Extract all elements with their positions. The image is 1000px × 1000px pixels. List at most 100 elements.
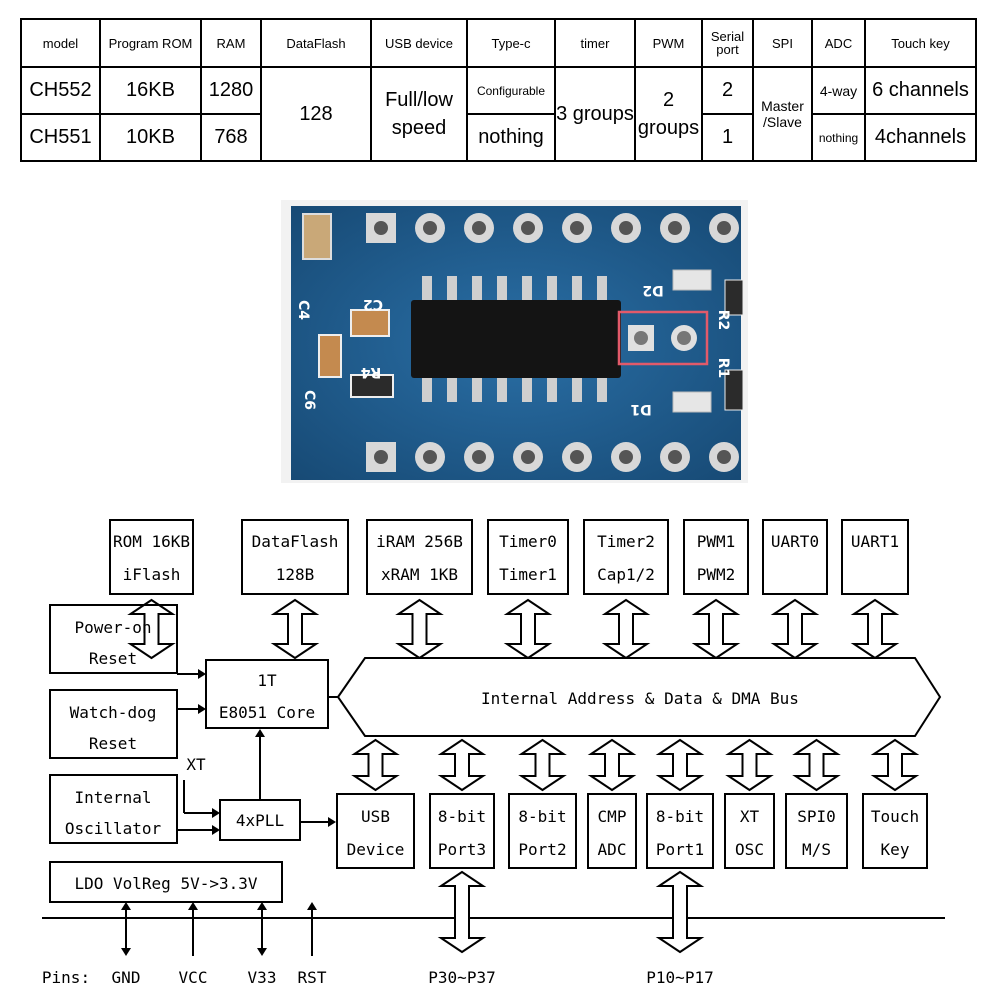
chip-leg	[572, 374, 582, 402]
header-pin	[366, 213, 396, 243]
cell-rom: 16KB	[99, 66, 202, 115]
top-block-label: ROM 16KB	[113, 532, 190, 551]
bus-arrow-up	[601, 598, 651, 660]
chip-leg	[497, 374, 507, 402]
table-header-row: model Program ROM RAM DataFlash USB devi…	[20, 18, 977, 68]
bottom-block-label: Port2	[518, 840, 566, 859]
table-header: DataFlash	[260, 18, 372, 68]
top-block	[583, 519, 669, 595]
top-block	[683, 519, 749, 595]
table-header: Type-c	[466, 18, 556, 68]
pll-label: 4xPLL	[236, 811, 284, 830]
bus-arrow-up	[850, 598, 900, 660]
cell-timer: 3 groups	[554, 66, 636, 162]
table-header: model	[20, 18, 101, 68]
chip-leg	[547, 276, 557, 304]
port1-arrow	[655, 870, 705, 954]
silkscreen-label: C6	[301, 390, 317, 410]
bottom-header-pins	[366, 442, 739, 472]
table-header: SPI	[752, 18, 813, 68]
silkscreen-label: R2	[715, 310, 731, 331]
cell-ram: 1280	[200, 66, 262, 115]
highlight-box	[617, 310, 709, 366]
bus-arrow-down	[351, 738, 400, 792]
internal-oscillator-block	[49, 774, 178, 844]
cell-typec: Configurable	[466, 66, 556, 115]
header-pin	[464, 442, 494, 472]
table-row-ch552: CH552 16KB 1280 128 Full/low speed Confi…	[20, 66, 977, 162]
bottom-block	[336, 793, 415, 869]
port-pin-label: P10~P17	[646, 968, 713, 987]
bottom-block-label: 8-bit	[656, 807, 704, 826]
cell-serial: 1	[701, 113, 754, 162]
ldo-label: LDO VolReg 5V->3.3V	[74, 874, 257, 893]
cell-serial: 2	[701, 66, 754, 115]
header-pin	[464, 213, 494, 243]
arrow-head	[198, 704, 206, 714]
internal-oscillator-label: Oscillator	[65, 819, 162, 838]
table-header: ADC	[811, 18, 866, 68]
bottom-block-label: USB	[361, 807, 390, 826]
capacitor-c6	[318, 334, 342, 378]
bottom-block-label: OSC	[735, 840, 764, 859]
top-block-label: UART1	[851, 532, 899, 551]
bus-arrow-down	[870, 738, 920, 792]
silkscreen-label: R4	[360, 364, 381, 380]
bus-arrow-down	[587, 738, 637, 792]
resistor-r4	[350, 374, 394, 398]
bottom-block	[429, 793, 495, 869]
cell-spi: Master /Slave	[752, 66, 813, 162]
chip-leg	[472, 374, 482, 402]
bus-arrow-up	[691, 598, 741, 660]
chip-leg	[447, 374, 457, 402]
top-block-label: Timer0	[499, 532, 557, 551]
header-pin	[562, 213, 592, 243]
arrow-head	[188, 902, 198, 910]
arrow-head	[307, 902, 317, 910]
cell-touch: 4channels	[864, 113, 977, 162]
bottom-block	[646, 793, 714, 869]
arrow-head	[198, 669, 206, 679]
arrow-head	[257, 902, 267, 910]
bottom-block-label: SPI0	[797, 807, 836, 826]
top-block-label: UART0	[771, 532, 819, 551]
cell-ram: 768	[200, 113, 262, 162]
top-block	[109, 519, 194, 595]
pins-label: Pins:	[42, 968, 90, 987]
top-block-label: DataFlash	[252, 532, 339, 551]
watchdog-reset-label: Watch-dog	[70, 703, 157, 722]
pin-label: GND	[112, 968, 141, 987]
arrow-head	[212, 825, 220, 835]
top-block	[841, 519, 909, 595]
bottom-block	[862, 793, 928, 869]
bottom-block-label: M/S	[802, 840, 831, 859]
header-pin	[709, 442, 739, 472]
table-header: PWM	[634, 18, 703, 68]
cell-adc: nothing	[811, 113, 866, 162]
bottom-block-label: XT	[740, 807, 760, 826]
top-block-label: iFlash	[123, 565, 181, 584]
silkscreen-label: R1	[715, 358, 731, 379]
cell-dataflash: 128	[260, 66, 372, 162]
cell-usb: Full/low speed	[370, 66, 468, 162]
cell-pwm: 2 groups	[634, 66, 703, 162]
silkscreen-label: D2	[642, 282, 663, 298]
pin-label: VCC	[179, 968, 208, 987]
header-pin	[611, 442, 641, 472]
ldo-block	[49, 861, 283, 903]
top-block-label: Cap1/2	[597, 565, 655, 584]
cell-touch: 6 channels	[864, 66, 977, 115]
arrow-head	[328, 817, 336, 827]
header-pin	[415, 442, 445, 472]
bottom-block-label: Touch	[871, 807, 919, 826]
top-block	[487, 519, 569, 595]
header-pin	[562, 442, 592, 472]
cell-model: CH552	[20, 66, 101, 115]
top-block	[241, 519, 349, 595]
header-pin	[366, 442, 396, 472]
bottom-block-label: 8-bit	[438, 807, 486, 826]
led-d1	[672, 391, 712, 413]
header-pin	[611, 213, 641, 243]
